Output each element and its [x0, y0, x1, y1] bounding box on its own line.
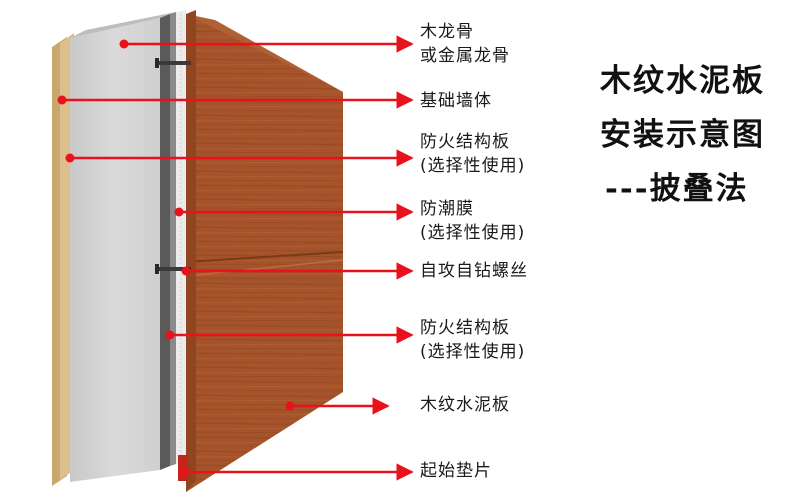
label-base-wall: 基础墙体	[420, 89, 492, 113]
label-fire-board-2: 防火结构板 (选择性使用)	[420, 316, 525, 364]
label-base-wall-line1: 基础墙体	[420, 91, 492, 111]
label-keel-line2: 或金属龙骨	[420, 46, 510, 66]
label-shim: 起始垫片	[420, 459, 492, 483]
title-line-3: ---披叠法	[605, 171, 749, 207]
label-membrane: 防潮膜 (选择性使用)	[420, 197, 525, 245]
arrow-base-wall	[57, 91, 414, 109]
label-membrane-line1: 防潮膜	[420, 199, 474, 219]
label-screw: 自攻自钻螺丝	[420, 259, 528, 283]
label-keel-line1: 木龙骨	[420, 22, 474, 42]
label-fire-board-1-line1: 防火结构板	[420, 132, 510, 152]
label-membrane-line2: (选择性使用)	[420, 223, 526, 243]
base-wall	[70, 18, 160, 482]
arrow-fire-board-1	[65, 149, 414, 167]
label-fire-board-1-line2: (选择性使用)	[420, 156, 526, 176]
arrow-keel	[119, 35, 414, 53]
screw-upper	[155, 58, 191, 68]
arrow-shim	[179, 463, 414, 481]
title-line-1: 木纹水泥板	[600, 63, 765, 99]
arrow-membrane	[174, 203, 414, 221]
label-fire-board-1: 防火结构板 (选择性使用)	[420, 130, 525, 178]
arrow-screw	[181, 262, 414, 280]
label-keel: 木龙骨 或金属龙骨	[420, 20, 510, 68]
screw-lower	[155, 264, 191, 274]
arrow-fire-board-2	[165, 326, 414, 344]
label-fire-board-2-line1: 防火结构板	[420, 318, 510, 338]
label-screw-line1: 自攻自钻螺丝	[420, 261, 528, 281]
membrane-layer	[176, 10, 186, 464]
steel-stud	[160, 14, 170, 470]
cement-board-lower	[186, 252, 343, 492]
label-shim-line1: 起始垫片	[420, 461, 492, 481]
title-line-2: 安装示意图	[600, 117, 765, 153]
label-fire-board-2-line2: (选择性使用)	[420, 342, 526, 362]
label-cement-board: 木纹水泥板	[420, 393, 510, 417]
arrow-cement-board	[285, 397, 390, 415]
label-cement-board-line1: 木纹水泥板	[420, 395, 510, 415]
